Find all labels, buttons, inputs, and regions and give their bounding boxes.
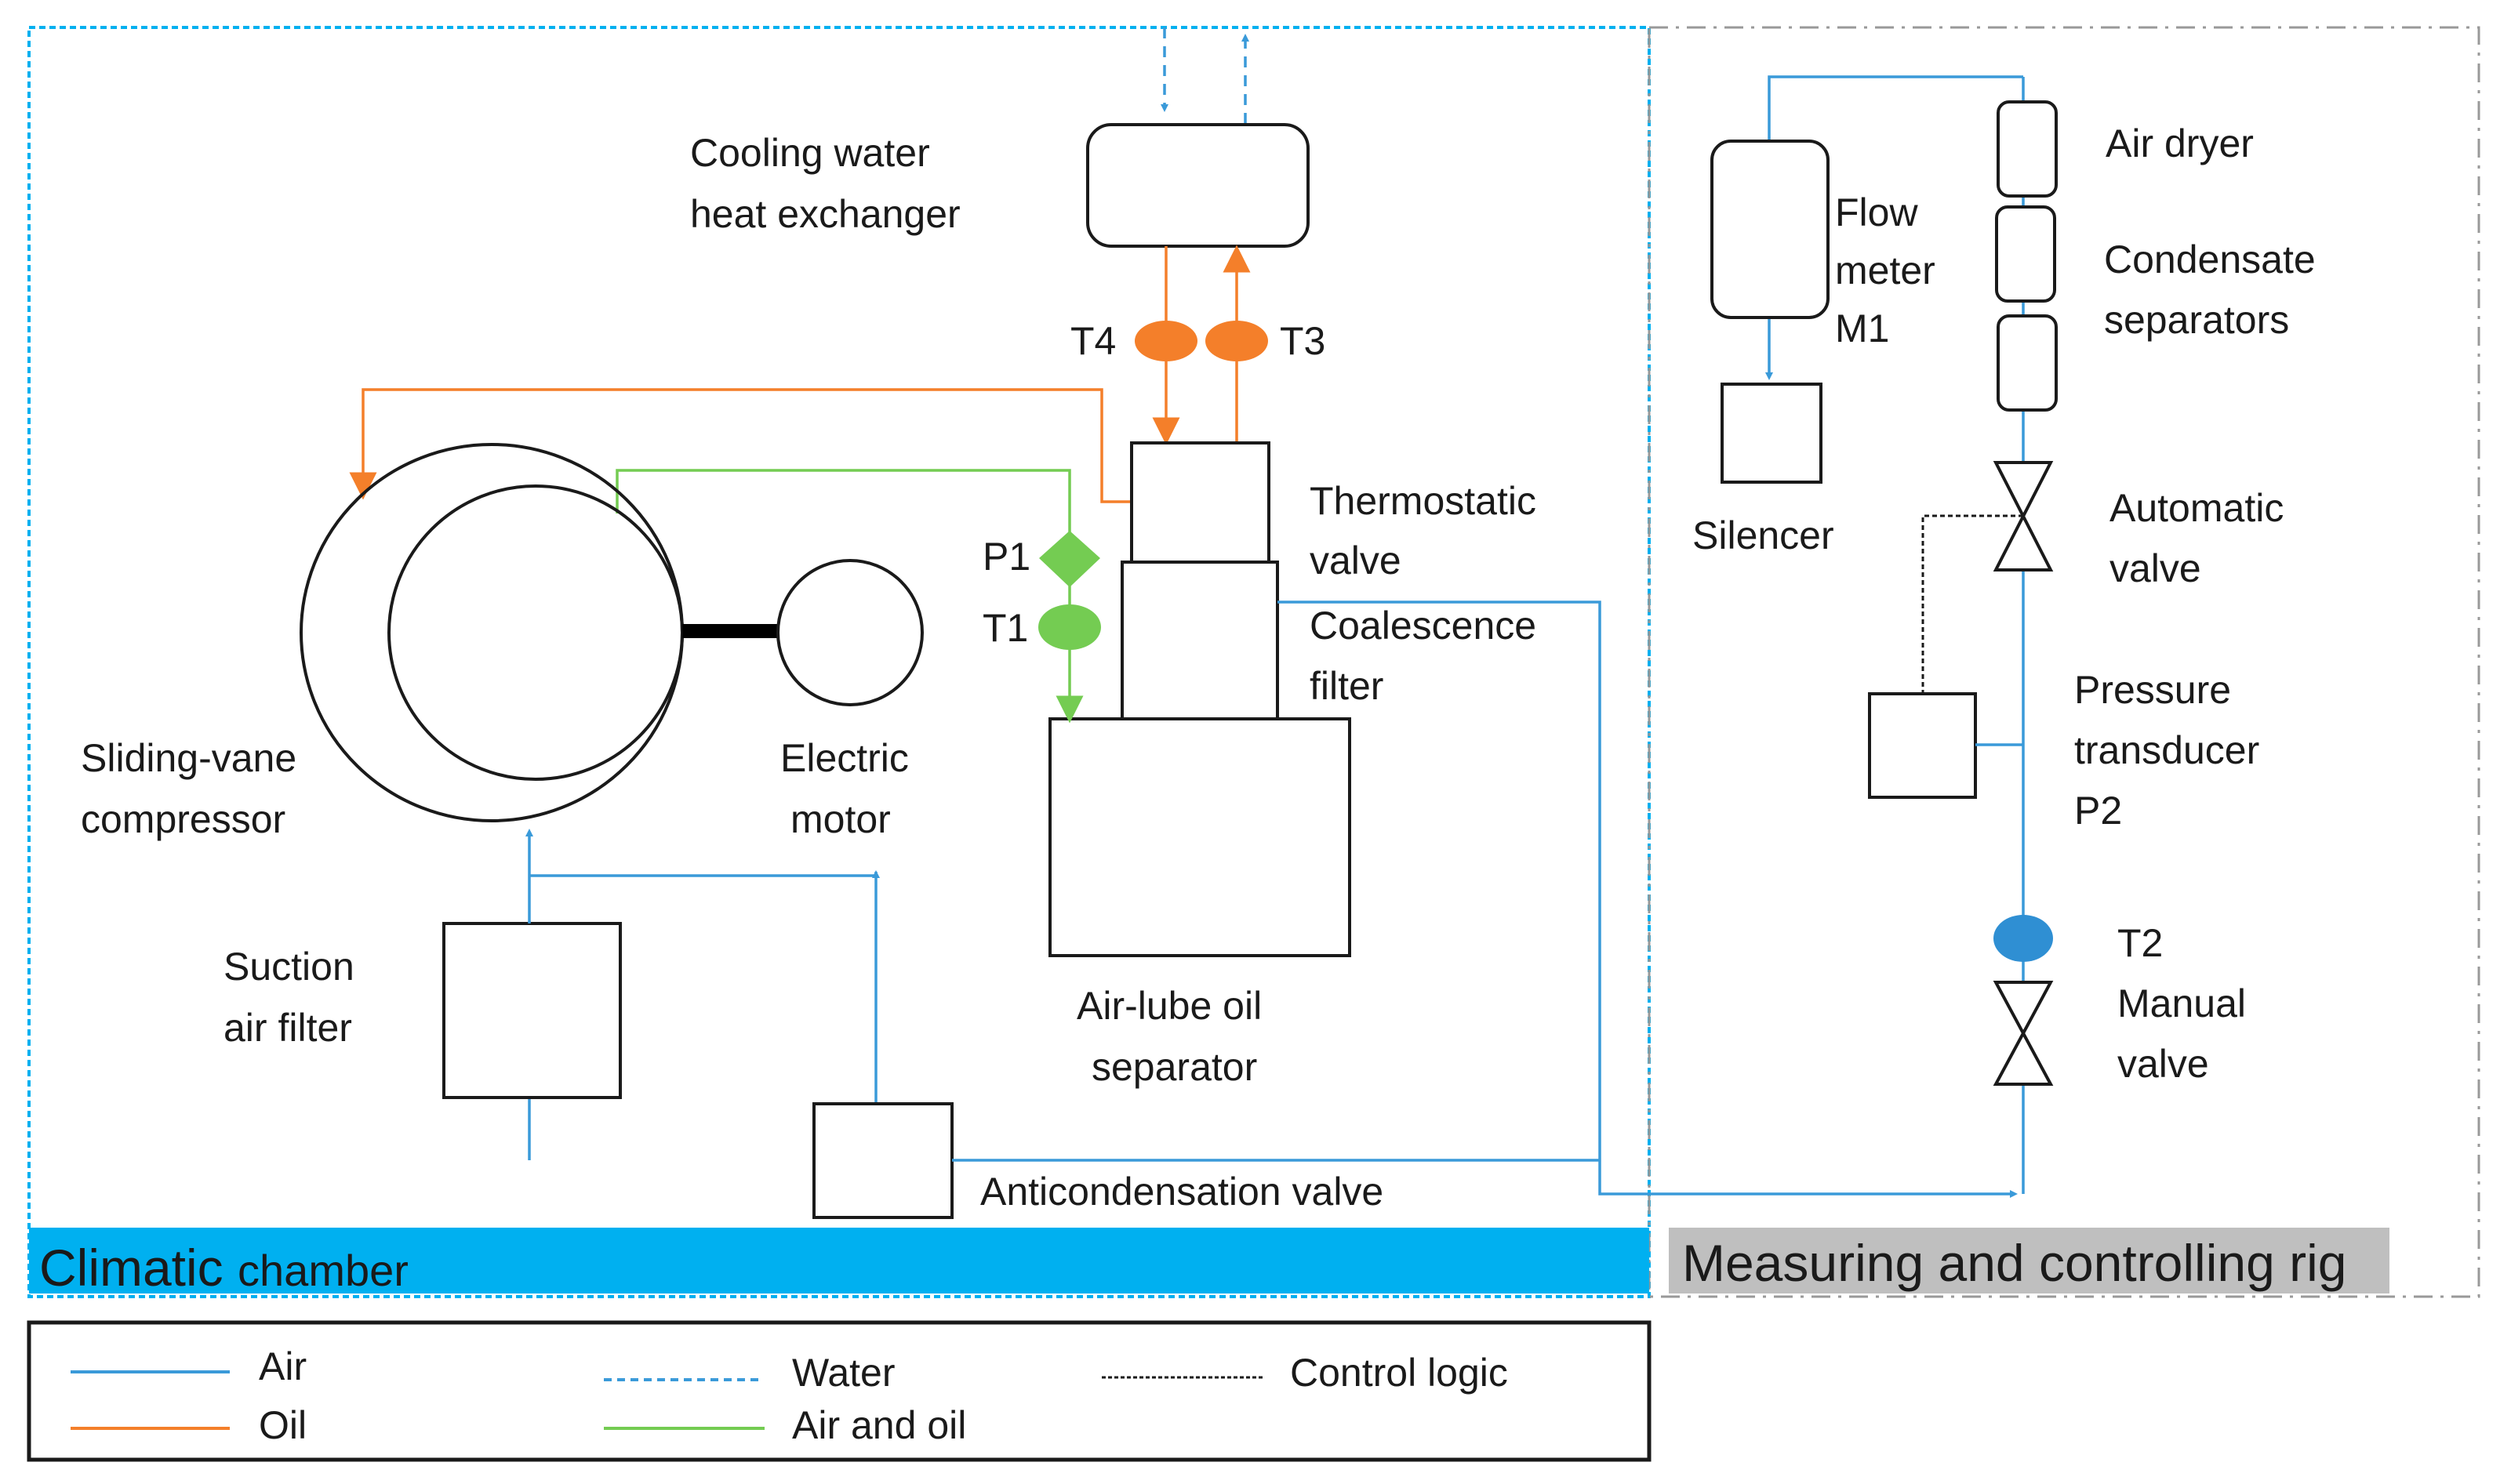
legend-label-water: Water <box>792 1351 896 1395</box>
automatic-valve-label-1: Automatic <box>2109 486 2284 530</box>
automatic-valve-label-2: valve <box>2109 546 2201 590</box>
measuring-rig-border <box>1648 26 2480 1298</box>
thermostatic-label-2: valve <box>1310 539 1401 582</box>
air-oil-line <box>616 469 1084 724</box>
air-oil-separator[interactable] <box>1048 717 1351 957</box>
compressor-outer[interactable] <box>300 443 684 822</box>
transducer-label-1: Pressure <box>2074 668 2231 712</box>
sensor-t2[interactable] <box>1993 915 2053 962</box>
compressor-label-1: Sliding-vane <box>81 736 296 780</box>
climatic-label-main: Climatic <box>39 1239 223 1297</box>
legend-label-air: Air <box>259 1344 307 1388</box>
flowmeter-label-3: M1 <box>1835 307 1889 350</box>
condensate-separator-1[interactable] <box>1995 205 2056 303</box>
legend-label-oil: Oil <box>259 1403 307 1447</box>
legend-box <box>27 1320 1652 1462</box>
separator-label-2: separator <box>1092 1045 1257 1089</box>
air-dryer-label: Air dryer <box>2106 122 2254 165</box>
climatic-chamber-band <box>29 1228 1649 1294</box>
climatic-label-sub: chamber <box>238 1246 409 1295</box>
climatic-chamber-label: Climatic chamber <box>39 1239 409 1297</box>
transducer-label-3: P2 <box>2074 789 2122 833</box>
condensate-separator-2[interactable] <box>1997 314 2058 412</box>
compressor-rotor <box>387 484 684 781</box>
legend-item-control-logic: Control logic <box>1102 1351 1508 1395</box>
drive-shaft <box>682 624 778 638</box>
thermostatic-valve[interactable] <box>1130 441 1270 564</box>
control-logic-line <box>1921 514 2023 694</box>
silencer[interactable] <box>1721 383 1822 484</box>
legend-label-air-and-oil: Air and oil <box>792 1403 966 1447</box>
measuring-rig-label: Measuring and controlling rig <box>1682 1234 2346 1292</box>
compressor-label-2: compressor <box>81 797 285 841</box>
condensate-label-1: Condensate <box>2104 238 2316 281</box>
legend-item-oil: Oil <box>71 1403 307 1447</box>
cooling-heat-exchanger[interactable] <box>1086 123 1310 248</box>
anticondensation-valve[interactable] <box>812 1102 954 1219</box>
pressure-transducer[interactable] <box>1868 692 1977 799</box>
transducer-label-2: transducer <box>2074 728 2259 772</box>
sensor-p1-label: P1 <box>983 535 1030 579</box>
suction-label-1: Suction <box>223 945 354 989</box>
electric-motor[interactable] <box>776 559 924 706</box>
coalescence-label-1: Coalescence <box>1310 604 1536 648</box>
motor-label-2: motor <box>790 797 891 841</box>
coalescence-filter[interactable] <box>1121 561 1279 720</box>
condensate-label-2: separators <box>2104 298 2289 342</box>
measuring-rig-band <box>1669 1228 2389 1294</box>
sensor-t1-label: T1 <box>983 606 1028 650</box>
flow-meter[interactable] <box>1710 140 1830 319</box>
anticondensation-label: Anticondensation valve <box>980 1170 1383 1214</box>
manual-valve[interactable] <box>1993 981 2054 1086</box>
legend-item-water: Water <box>604 1351 896 1395</box>
sensor-t4-label: T4 <box>1070 319 1116 363</box>
climatic-chamber-border <box>27 26 1651 1298</box>
legend-item-air-and-oil: Air and oil <box>604 1403 966 1447</box>
sensor-t2-label: T2 <box>2117 921 2163 965</box>
sensor-t3-label: T3 <box>1280 319 1325 363</box>
suction-air-filter[interactable] <box>442 922 622 1099</box>
sensor-p1[interactable] <box>1039 531 1100 587</box>
air-dryer[interactable] <box>1997 100 2058 198</box>
flowmeter-label-2: meter <box>1835 249 1935 292</box>
suction-label-2: air filter <box>223 1006 352 1050</box>
silencer-label: Silencer <box>1692 513 1834 557</box>
sensor-t1[interactable] <box>1038 604 1101 650</box>
cooling-hx-label-1: Cooling water <box>690 131 930 175</box>
rig-top-line <box>1768 75 2023 141</box>
sensor-t3[interactable] <box>1205 321 1268 361</box>
flowmeter-label-1: Flow <box>1835 190 1918 234</box>
sensor-t4[interactable] <box>1135 321 1197 361</box>
oil-return-line <box>349 388 1132 503</box>
cooling-hx-label-2: heat exchanger <box>690 192 961 236</box>
manual-valve-label-2: valve <box>2117 1042 2209 1086</box>
motor-label-1: Electric <box>780 736 909 780</box>
coalescence-label-2: filter <box>1310 664 1383 708</box>
air-bypass-line <box>529 872 878 877</box>
legend-item-air: Air <box>71 1344 307 1388</box>
manual-valve-label-1: Manual <box>2117 981 2246 1025</box>
separator-label-1: Air-lube oil <box>1077 984 1262 1028</box>
compressed-air-line <box>1277 600 2018 1198</box>
legend-label-control-logic: Control logic <box>1290 1351 1508 1395</box>
thermostatic-label-1: Thermostatic <box>1310 479 1536 523</box>
